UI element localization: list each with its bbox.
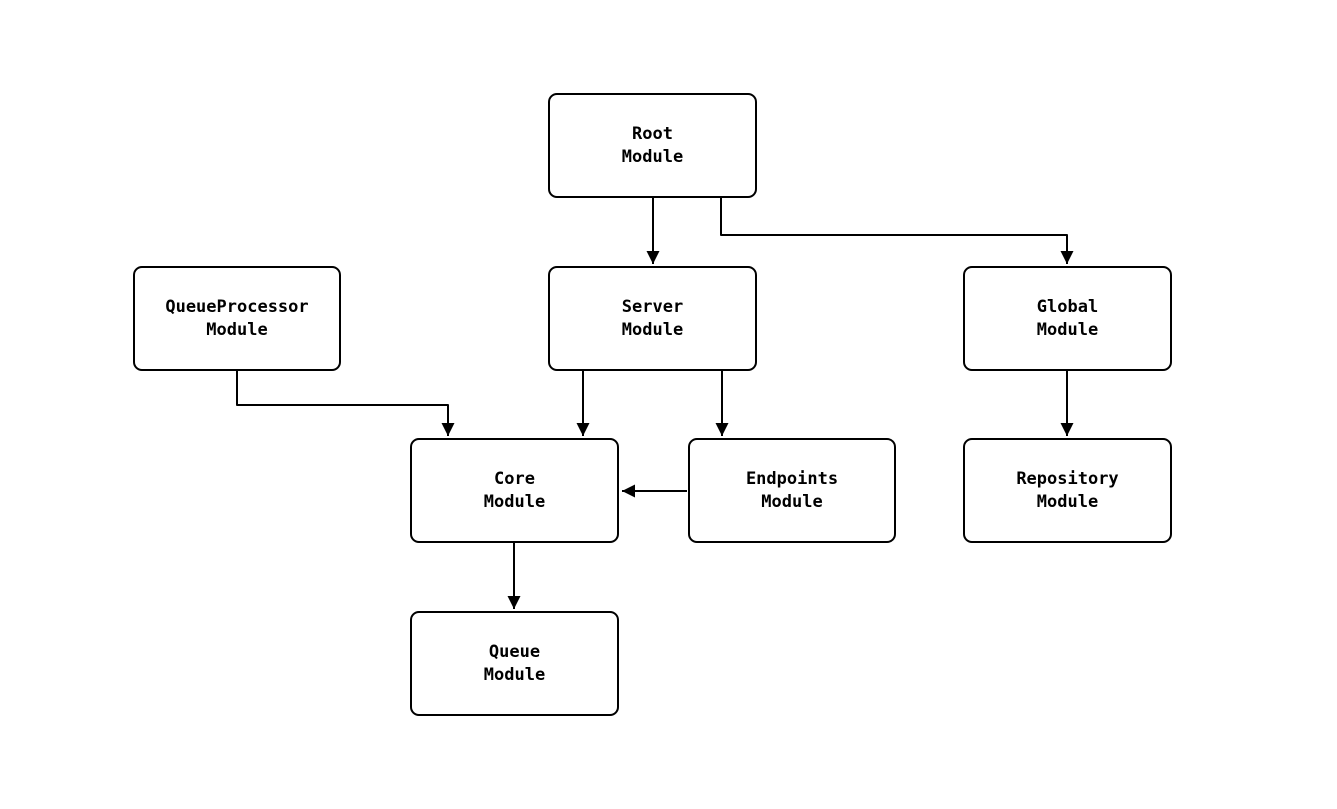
edge-root-to-global bbox=[720, 198, 1074, 264]
node-label-core: Core Module bbox=[483, 469, 546, 512]
node-queueprocessor: QueueProcessor Module bbox=[133, 266, 341, 371]
node-endpoints: Endpoints Module bbox=[688, 438, 896, 543]
node-core: Core Module bbox=[410, 438, 619, 543]
node-server: Server Module bbox=[548, 266, 757, 371]
node-label-global: Global Module bbox=[1036, 297, 1099, 340]
node-label-root: Root Module bbox=[621, 124, 684, 167]
node-label-endpoints: Endpoints Module bbox=[745, 469, 839, 512]
node-label-queueprocessor: QueueProcessor Module bbox=[165, 297, 309, 340]
edge-queueprocessor-to-core bbox=[236, 371, 455, 436]
node-label-repository: Repository Module bbox=[1016, 469, 1119, 512]
node-label-queue: Queue Module bbox=[483, 642, 546, 685]
node-label-server: Server Module bbox=[621, 297, 684, 340]
node-queue: Queue Module bbox=[410, 611, 619, 716]
node-repository: Repository Module bbox=[963, 438, 1172, 543]
node-global: Global Module bbox=[963, 266, 1172, 371]
node-root: Root Module bbox=[548, 93, 757, 198]
